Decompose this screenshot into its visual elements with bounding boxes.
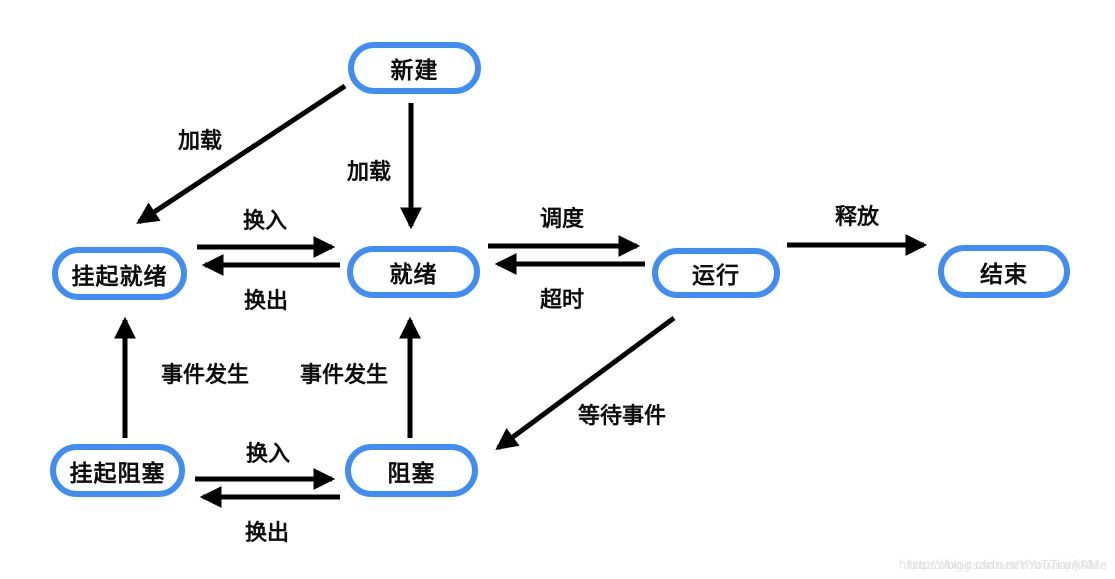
- edge-label-swap-out-top: 换出: [243, 288, 289, 313]
- edge-label-event-occurs-left: 事件发生: [160, 362, 250, 387]
- edge-label-swap-in-bottom: 换入: [245, 441, 291, 466]
- node-end: 结束: [938, 245, 1070, 298]
- edge-label-swap-in-top: 换入: [242, 208, 288, 233]
- edge-label-timeout: 超时: [539, 287, 585, 312]
- edge-label-release: 释放: [834, 204, 880, 229]
- node-suspended-blocked: 挂起阻塞: [50, 444, 185, 497]
- node-suspended-ready-label: 挂起就绪: [71, 262, 168, 289]
- node-suspended-blocked-label: 挂起阻塞: [69, 459, 166, 486]
- node-blocked-label: 阻塞: [387, 459, 436, 486]
- edge-label-schedule: 调度: [539, 206, 585, 231]
- edge-label-swap-out-bottom: 换出: [244, 520, 290, 545]
- node-ready: 就绪: [347, 246, 480, 298]
- edge-label-load-vertical: 加载: [346, 159, 392, 184]
- edge-new-to-suspended-ready: [136, 83, 347, 225]
- node-running-label: 运行: [692, 262, 740, 288]
- node-new: 新建: [348, 42, 481, 94]
- node-end-label: 结束: [980, 260, 1028, 287]
- node-running: 运行: [652, 248, 780, 298]
- node-suspended-ready: 挂起就绪: [52, 247, 187, 300]
- edge-running-to-blocked: [495, 315, 676, 451]
- watermark-text-shadow: https://blog.csdn.net/YouTianjiAMe: [898, 557, 1098, 572]
- edge-label-event-occurs-right: 事件发生: [299, 362, 389, 387]
- node-new-label: 新建: [390, 57, 439, 83]
- edge-label-load-diagonal: 加载: [177, 128, 223, 153]
- node-blocked: 阻塞: [345, 444, 478, 497]
- node-ready-label: 就绪: [389, 261, 438, 287]
- edge-label-wait-event: 等待事件: [577, 403, 667, 428]
- watermark-text: https://blog.csdn.net/YouTianjiAMe: [907, 557, 1107, 572]
